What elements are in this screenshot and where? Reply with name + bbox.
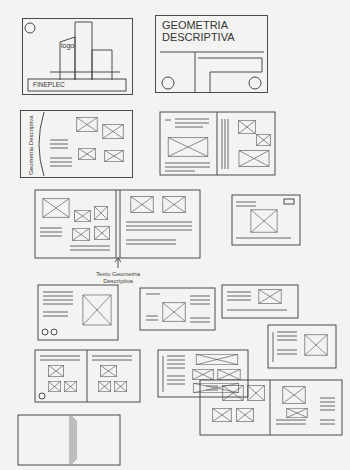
image-placeholder	[64, 381, 76, 391]
fold-shading	[70, 415, 76, 465]
layout-thumbnail: logoFINEPLEC	[22, 18, 133, 95]
thumbnail	[158, 350, 248, 397]
layout-thumbnail: GEOMETRIA DESCRIPTIVA	[155, 15, 268, 93]
text-lines	[43, 292, 73, 316]
layout-lines	[160, 52, 264, 92]
text-lines	[40, 222, 192, 250]
curve-line	[39, 112, 44, 176]
image-placeholder	[223, 385, 244, 400]
image-placeholder	[248, 385, 265, 400]
thumbnail	[222, 285, 298, 318]
text-lines	[165, 119, 228, 171]
sketch-text: logo	[61, 42, 101, 49]
spread-fold	[116, 190, 120, 258]
text-lines	[273, 332, 297, 362]
image-placeholder	[193, 369, 214, 379]
image-placeholder	[256, 134, 270, 145]
text-lines	[40, 356, 132, 360]
thumbnail	[160, 112, 275, 175]
image-placeholder	[218, 369, 241, 379]
image-placeholder	[77, 117, 98, 131]
annotation-note: Texto Geometria Descriptiva	[90, 271, 146, 284]
image-placeholder	[163, 197, 186, 213]
spread-fold	[87, 350, 88, 402]
thumbnail	[232, 195, 300, 245]
spread-fold	[270, 380, 271, 435]
image-placeholder	[94, 226, 109, 239]
text-lines	[50, 140, 72, 166]
thumbnail	[268, 325, 336, 368]
image-placeholder	[163, 303, 186, 322]
corner-circle	[162, 77, 174, 89]
building-sketch	[50, 22, 120, 80]
annotation-arrow	[115, 258, 121, 268]
image-placeholder	[287, 408, 308, 417]
image-placeholder	[283, 387, 306, 404]
dot	[42, 329, 48, 335]
thumbnail	[140, 288, 215, 330]
image-placeholder	[196, 354, 237, 364]
corner-circle	[249, 77, 261, 89]
small-box	[284, 199, 294, 204]
sketch-text: FINEPLEC	[33, 82, 93, 89]
dot	[39, 393, 45, 399]
text-lines	[236, 202, 291, 238]
image-placeholder	[98, 381, 110, 391]
image-placeholder	[237, 408, 254, 421]
image-placeholder	[48, 381, 60, 391]
text-lines	[146, 294, 210, 322]
image-placeholder	[101, 365, 117, 376]
thumbnail	[35, 190, 200, 258]
image-placeholder	[48, 365, 63, 376]
image-placeholder	[43, 199, 69, 218]
sketch-text: GEOMETRIA DESCRIPTIVA	[162, 20, 262, 43]
thumbnail	[200, 380, 342, 435]
image-placeholder	[131, 197, 154, 213]
text-lines	[206, 386, 335, 424]
text-lines	[227, 292, 287, 310]
image-placeholder	[73, 228, 90, 240]
thumbnail	[18, 415, 120, 465]
footer-bar	[28, 79, 126, 91]
image-placeholder	[239, 120, 256, 133]
image-placeholder	[213, 408, 232, 421]
image-placeholder	[305, 335, 328, 356]
text-lines	[163, 356, 185, 392]
pencil-strokes	[18, 22, 342, 465]
thumbnail	[35, 350, 140, 402]
image-placeholder	[103, 124, 124, 138]
image-placeholder	[168, 138, 207, 157]
logo-circle	[25, 23, 35, 33]
thumbnail	[38, 285, 118, 340]
image-placeholder	[114, 381, 126, 391]
image-placeholder	[75, 210, 91, 221]
image-placeholder	[239, 151, 269, 167]
image-placeholder	[251, 210, 277, 233]
vertical-title: Geometria Descriptiva	[28, 114, 34, 176]
image-placeholder	[79, 148, 96, 159]
spread-fold	[217, 112, 218, 175]
image-placeholder	[259, 289, 282, 303]
layout-thumbnail: Geometria Descriptiva	[20, 110, 133, 178]
image-placeholder	[105, 150, 124, 161]
image-placeholder	[94, 206, 107, 219]
dot	[51, 329, 57, 335]
image-placeholder	[83, 295, 111, 325]
